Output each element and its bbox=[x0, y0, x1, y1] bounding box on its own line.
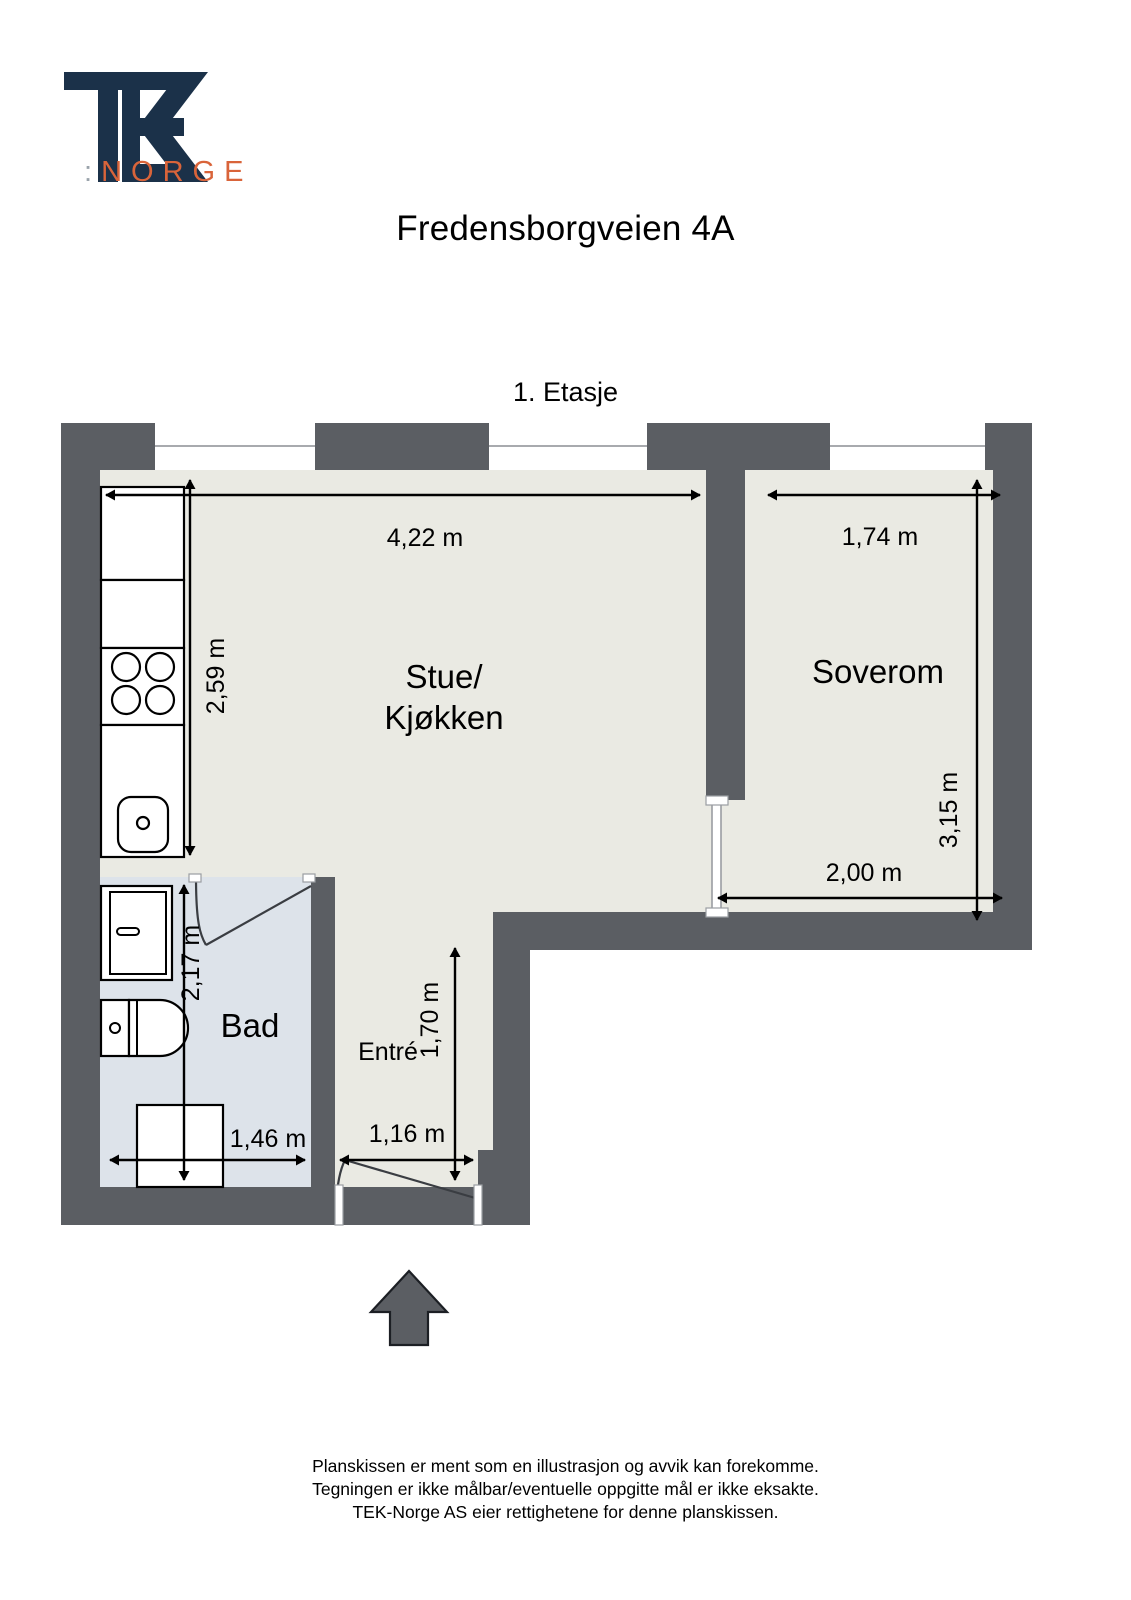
burner-1 bbox=[110, 651, 142, 683]
sink-drain-icon bbox=[135, 815, 151, 831]
room-label-stue: Stue/ bbox=[405, 658, 483, 695]
room-label-kjokken: Kjøkken bbox=[384, 699, 503, 736]
dim-entre-height: 1,70 m bbox=[416, 982, 444, 1058]
burner-4 bbox=[144, 684, 176, 716]
dim-bad-width: 1,46 m bbox=[230, 1125, 306, 1153]
dim-stue-width: 4,22 m bbox=[387, 524, 463, 552]
kitchen-counter-lower bbox=[99, 723, 186, 859]
entrance-arrow bbox=[368, 1269, 450, 1347]
plan-labels: Stue/ Kjøkken Soverom Bad Entré 4,22 m 2… bbox=[177, 523, 963, 1153]
floor-plan: Stue/ Kjøkken Soverom Bad Entré 4,22 m 2… bbox=[61, 423, 1032, 1347]
bath-toilet bbox=[99, 998, 190, 1058]
faucet-icon bbox=[116, 927, 140, 936]
page-title: Fredensborgveien 4A bbox=[396, 209, 735, 248]
room-entre-floor bbox=[335, 940, 478, 1187]
dim-entre-width: 1,16 m bbox=[369, 1120, 445, 1148]
bedroom-door bbox=[705, 795, 729, 918]
stove-burners bbox=[110, 651, 176, 716]
dimension-lines bbox=[105, 479, 1003, 1181]
windows bbox=[155, 423, 985, 470]
footer-line-1: Planskissen er ment som en illustrasjon … bbox=[312, 1456, 819, 1476]
footer-disclaimer: Planskissen er ment som en illustrasjon … bbox=[0, 1455, 1131, 1524]
dim-soverom-width: 1,74 m bbox=[842, 523, 918, 551]
room-label-entre: Entré bbox=[358, 1038, 418, 1066]
logo-wordmark: :NORGE bbox=[84, 156, 253, 188]
burner-3 bbox=[110, 684, 142, 716]
window-1 bbox=[155, 423, 315, 470]
kitchen-sink bbox=[116, 795, 170, 854]
room-stue-kjokken-floor bbox=[100, 470, 706, 1150]
burner-2 bbox=[144, 651, 176, 683]
kitchen-fixtures bbox=[99, 485, 186, 859]
kitchen-stove bbox=[99, 646, 186, 727]
entrance-door bbox=[334, 1158, 483, 1226]
footer-line-2: Tegningen er ikke målbar/eventuelle oppg… bbox=[312, 1479, 819, 1499]
kitchen-counter-upper bbox=[99, 485, 186, 582]
window-2 bbox=[489, 423, 647, 470]
tek-norge-logo: :NORGE bbox=[62, 62, 292, 192]
bath-door bbox=[188, 873, 316, 946]
dim-soverom-height: 3,15 m bbox=[935, 772, 963, 848]
logo-mark bbox=[64, 72, 208, 182]
dim-bad-height: 2,17 m bbox=[177, 925, 205, 1001]
room-floors bbox=[100, 470, 993, 1187]
doors bbox=[188, 795, 729, 1226]
room-label-bad: Bad bbox=[221, 1007, 280, 1044]
room-soverom-floor bbox=[706, 470, 993, 912]
dim-soverom-width2: 2,00 m bbox=[826, 859, 902, 887]
room-label-soverom: Soverom bbox=[812, 653, 944, 690]
dim-stue-height: 2,59 m bbox=[202, 638, 230, 714]
bath-washer bbox=[135, 1103, 225, 1189]
kitchen-counter-mid bbox=[99, 578, 186, 650]
footer-line-3: TEK-Norge AS eier rettighetene for denne… bbox=[352, 1502, 779, 1522]
floor-plan-svg: Stue/ Kjøkken Soverom Bad Entré 4,22 m 2… bbox=[61, 423, 1032, 1347]
window-3 bbox=[830, 423, 985, 470]
floor-label: 1. Etasje bbox=[512, 377, 619, 407]
